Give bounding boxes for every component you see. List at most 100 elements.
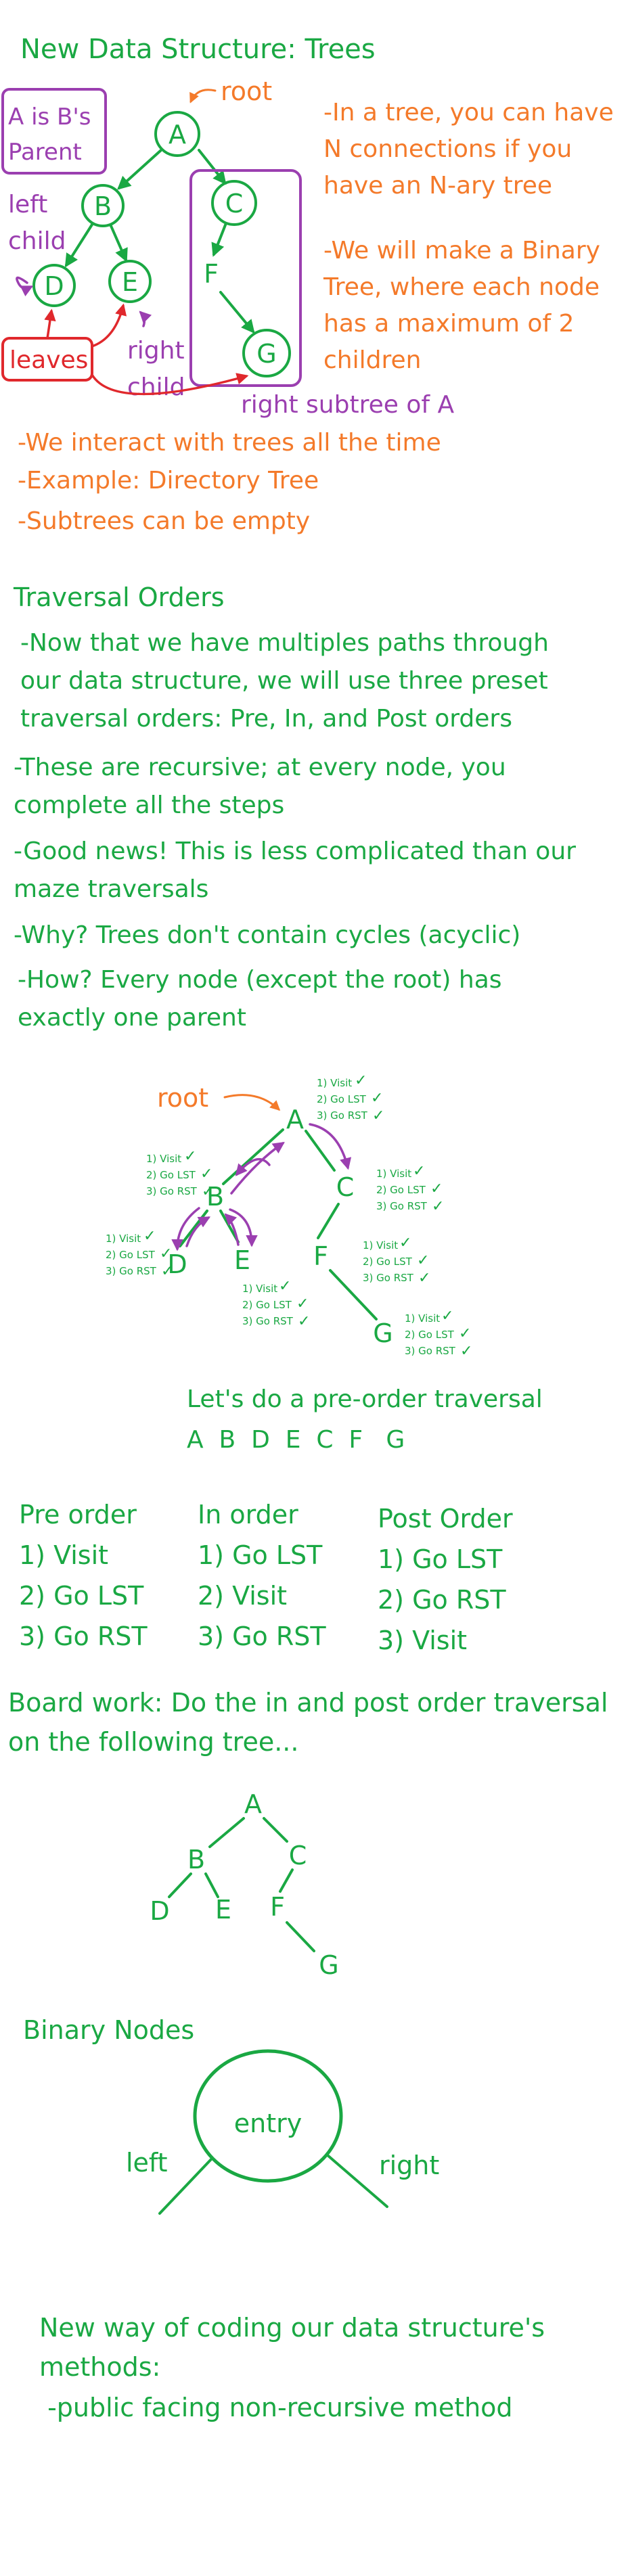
svg-text:✓: ✓ (432, 1198, 444, 1215)
binary-node-right-label: right (379, 2150, 439, 2180)
svg-text:1) Visit: 1) Visit (242, 1283, 277, 1295)
svg-text:2) Go LST: 2) Go LST (405, 1329, 455, 1341)
steps-g: 1) Visit 2) Go LST 3) Go RST ✓ ✓ ✓ (405, 1308, 472, 1360)
svg-text:C: C (225, 189, 244, 218)
section-preorder-diagram: root A B C D E F G 1) Visit 2) Go LST 3)… (106, 1072, 543, 1454)
svg-text:3) Go RST: 3) Go RST (317, 1109, 368, 1122)
svg-text:1) Visit: 1) Visit (146, 1153, 181, 1165)
tree-node-a: A (154, 111, 200, 157)
binary-node-left-label: left (126, 2148, 168, 2178)
path-a-to-b (230, 1142, 285, 1195)
board-node-d: D (150, 1896, 169, 1926)
board-edge-b-d (168, 1872, 192, 1898)
tree-node-e: E (108, 260, 152, 303)
svg-text:✓: ✓ (298, 1313, 310, 1330)
column-item: 1) Visit (19, 1540, 108, 1570)
nary-note-line-3: have an N-ary tree (323, 172, 552, 200)
column-title: Pre order (19, 1500, 137, 1530)
svg-text:✓: ✓ (417, 1252, 429, 1269)
section-title-traversal: Traversal Orders (13, 582, 225, 612)
traversal-para-3-line-1: -Good news! This is less complicated tha… (14, 837, 576, 865)
svg-text:✓: ✓ (441, 1308, 453, 1325)
svg-text:3) Go RST: 3) Go RST (376, 1200, 428, 1212)
edge-a-b (117, 149, 162, 190)
trees-note-3: -Subtrees can be empty (18, 507, 310, 535)
binary-node-left-link (158, 2158, 212, 2215)
root-arrow-2 (223, 1094, 281, 1111)
binary-note-line-2: Tree, where each node (323, 273, 600, 301)
svg-text:✓: ✓ (372, 1107, 384, 1124)
section-binary-nodes: Binary Nodes entry left right (23, 2015, 439, 2215)
svg-text:2) Go LST: 2) Go LST (146, 1169, 196, 1181)
svg-text:✓: ✓ (202, 1183, 214, 1200)
section-title-binary-nodes: Binary Nodes (23, 2015, 194, 2045)
leaves-arrow-e (91, 303, 127, 348)
board-node-f: F (270, 1892, 285, 1922)
pre-node-b: B (206, 1182, 224, 1212)
path-b-to-a (235, 1158, 271, 1176)
parent-note-line-1: A is B's (8, 104, 91, 131)
pre-edge-a-c (305, 1130, 336, 1172)
svg-text:✓: ✓ (460, 1343, 472, 1360)
pre-edge-b-d (179, 1210, 208, 1247)
svg-text:✓: ✓ (279, 1278, 291, 1295)
svg-text:3) Go RST: 3) Go RST (106, 1265, 157, 1277)
board-node-b: B (187, 1845, 205, 1874)
traversal-para-4-line-1: -Why? Trees don't contain cycles (acycli… (14, 921, 520, 949)
board-edge-b-e (204, 1872, 219, 1898)
svg-text:✓: ✓ (184, 1148, 196, 1165)
edge-f-g (219, 291, 255, 334)
coding-line-3: -public facing non-recursive method (39, 2393, 513, 2422)
root-label-2: root (157, 1083, 208, 1113)
leaves-arrow-d (44, 308, 56, 340)
steps-e: 1) Visit 2) Go LST 3) Go RST ✓ ✓ ✓ (242, 1278, 310, 1330)
board-node-g: G (319, 1950, 338, 1980)
path-b-to-d (171, 1207, 200, 1251)
tree-node-c: C (211, 180, 257, 226)
traversal-para-1-line-3: traversal orders: Pre, In, and Post orde… (20, 705, 512, 733)
steps-b: 1) Visit 2) Go LST 3) Go RST ✓ ✓ ✓ (146, 1148, 214, 1200)
section-title-trees: New Data Structure: Trees (20, 34, 376, 65)
svg-text:1) Visit: 1) Visit (363, 1239, 398, 1251)
right-subtree-box (189, 169, 302, 387)
column-item: 2) Visit (198, 1581, 287, 1611)
binary-note-line-4: children (323, 346, 421, 374)
section-trees-intro: New Data Structure: Trees root A is B's … (1, 34, 614, 535)
svg-text:1) Visit: 1) Visit (405, 1312, 440, 1325)
svg-text:1) Visit: 1) Visit (106, 1233, 141, 1245)
path-b-to-e (229, 1208, 258, 1247)
column-item: 3) Visit (378, 1626, 467, 1655)
left-child-label-1: left (8, 191, 47, 218)
svg-text:✓: ✓ (399, 1235, 411, 1251)
svg-text:3) Go RST: 3) Go RST (242, 1315, 294, 1327)
section-traversal-orders: Traversal Orders -Now that we have multi… (13, 582, 576, 1032)
svg-text:2) Go LST: 2) Go LST (376, 1184, 426, 1196)
section-board-work: Board work: Do the in and post order tra… (8, 1688, 608, 1980)
svg-text:E: E (122, 267, 138, 297)
pre-node-e: E (234, 1245, 250, 1275)
leaves-arrow-g (91, 373, 249, 396)
parent-note-box (1, 88, 107, 175)
pre-edge-c-f (317, 1203, 340, 1239)
traversal-para-2-line-1: -These are recursive; at every node, you (14, 754, 506, 781)
nary-note-line-1: -In a tree, you can have (323, 99, 614, 127)
pre-edge-a-b (222, 1128, 284, 1185)
svg-text:3) Go RST: 3) Go RST (405, 1345, 456, 1357)
column-item: 1) Go LST (378, 1544, 503, 1574)
root-arrow (189, 89, 217, 104)
column-item: 1) Go LST (198, 1540, 323, 1570)
svg-text:✓: ✓ (296, 1295, 309, 1312)
parent-note-line-2: Parent (8, 139, 82, 166)
section-coding-methods: New way of coding our data structure's m… (39, 2313, 545, 2422)
column-title: In order (198, 1500, 298, 1530)
binary-node-shape (193, 2049, 343, 2183)
left-child-label-2: child (8, 227, 66, 255)
traversal-para-5-line-1: -How? Every node (except the root) has (18, 966, 502, 994)
svg-text:✓: ✓ (430, 1180, 443, 1197)
column-pre-order: Pre order 1) Visit 2) Go LST 3) Go RST (19, 1500, 148, 1651)
binary-node-entry: entry (234, 2109, 302, 2138)
svg-text:✓: ✓ (418, 1270, 430, 1287)
steps-f: 1) Visit 2) Go LST 3) Go RST ✓ ✓ ✓ (363, 1235, 430, 1287)
column-item: 3) Go RST (19, 1622, 148, 1651)
binary-note-line-1: -We will make a Binary (323, 237, 600, 264)
